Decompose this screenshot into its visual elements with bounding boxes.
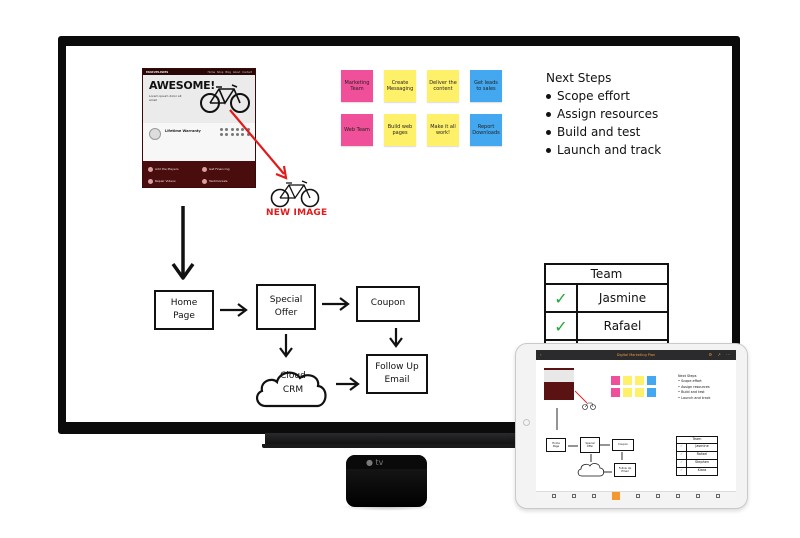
website-footer: Add the Players Get Financing Repair Vid… [143, 161, 255, 187]
ipad-mini-sticky [623, 376, 632, 385]
cloud-icon[interactable] [252, 364, 332, 412]
sticky-note[interactable]: Create Messaging [384, 70, 416, 102]
website-nav-link: Contact [242, 70, 252, 74]
new-image-label: NEW IMAGE [266, 208, 328, 218]
next-steps-item: Build and test [546, 125, 661, 139]
apple-tv-logo: ● tv [366, 458, 384, 467]
sticky-note[interactable]: Report Downloads [470, 114, 502, 146]
new-bicycle-icon[interactable] [269, 180, 321, 208]
website-nav-link: Blog [225, 70, 231, 74]
tv-stand-base [262, 444, 538, 448]
website-brand: MARVELISMS [146, 70, 169, 74]
ipad-mini-website [544, 368, 574, 400]
flow-node-coupon[interactable]: Coupon [356, 286, 420, 322]
website-nav-link: Home [207, 70, 216, 74]
sticky-note[interactable]: Get leads to sales [470, 70, 502, 102]
website-footer-item: Repair Videos [148, 176, 196, 186]
ipad-back-button[interactable]: ‹ [540, 352, 542, 357]
ipad-mini-bicycle-icon [582, 402, 596, 410]
team-member-name: Rafael [603, 319, 642, 333]
ipad-mini-sticky [647, 388, 656, 397]
ipad-bottom-toolbar[interactable] [536, 491, 736, 500]
apple-tv-shadow [340, 503, 434, 511]
next-steps-item: Launch and track [546, 143, 661, 157]
ipad-tool-icon[interactable] [572, 494, 576, 498]
ipad-tool-icon[interactable] [716, 494, 720, 498]
website-thumbnail[interactable]: MARVELISMS Home Shop Blog About Contact … [142, 68, 256, 188]
check-icon: ✓ [546, 313, 578, 339]
website-headline: AWESOME! [149, 79, 216, 92]
sticky-note[interactable]: Build web pages [384, 114, 416, 146]
ipad-tool-pen-icon[interactable] [612, 492, 620, 500]
sticky-note[interactable]: Deliver the content [427, 70, 459, 102]
ipad-home-button[interactable] [523, 419, 530, 426]
next-steps-title: Next Steps [546, 71, 612, 85]
ipad-tool-icon[interactable] [592, 494, 596, 498]
down-arrow [171, 206, 195, 280]
website-nav: MARVELISMS Home Shop Blog About Contact [143, 69, 255, 75]
ipad-tool-icon[interactable] [676, 494, 680, 498]
ipad-tool-icon[interactable] [552, 494, 556, 498]
website-nav-links: Home Shop Blog About Contact [208, 71, 252, 74]
ipad-mini-sticky [611, 388, 620, 397]
website-content: Lifetime Warranty [143, 123, 255, 161]
team-row[interactable]: ✓ Jasmine [546, 285, 667, 313]
ipad-mini-red-arrow [574, 390, 588, 404]
team-member-name: Jasmine [598, 291, 647, 305]
website-footer-item: Add the Players [148, 164, 196, 174]
website-hero: AWESOME! Lorem ipsum dolor sit amet [143, 75, 255, 123]
check-icon: ✓ [546, 285, 578, 311]
sticky-note[interactable]: Make it all work! [427, 114, 459, 146]
website-footer-item: Get Financing [202, 164, 250, 174]
team-header: Team [546, 265, 667, 285]
website-nav-link: Shop [217, 70, 224, 74]
team-row[interactable]: ✓ Rafael [546, 313, 667, 341]
website-dot-grid [220, 128, 250, 136]
ipad-tool-icon[interactable] [636, 494, 640, 498]
sticky-note[interactable]: Web Team [341, 114, 373, 146]
website-nav-link: About [232, 70, 241, 74]
ipad-mini-team-table: Team ✓Jasmine ✓Rafael ✓Stephen ✓Kiara [676, 436, 718, 476]
ipad-title-bar: ‹ Digital Marketing Plan ⚙ ↗ ⋯ [536, 350, 736, 360]
ipad-tool-icon[interactable] [696, 494, 700, 498]
website-badge-icon [149, 128, 161, 140]
website-subtext: Lorem ipsum dolor sit amet [149, 94, 182, 102]
ipad-tool-icon[interactable] [656, 494, 660, 498]
ipad-mini-sticky [635, 376, 644, 385]
ipad-mini-sticky [623, 388, 632, 397]
whiteboard-canvas[interactable]: MARVELISMS Home Shop Blog About Contact … [66, 46, 732, 422]
sticky-note[interactable]: Marketing Team [341, 70, 373, 102]
ipad-doc-title: Digital Marketing Plan [616, 353, 656, 357]
next-steps-item: Assign resources [546, 107, 661, 121]
website-footer-item: Testimonials [202, 176, 250, 186]
ipad-mini-next-steps: Next Steps • Scope effort • Assign resou… [678, 374, 711, 400]
website-card-title: Lifetime Warranty [165, 129, 201, 133]
next-steps-item: Scope effort [546, 89, 661, 103]
ipad-mini-sticky [647, 376, 656, 385]
next-steps-list[interactable]: Next Steps Scope effort Assign resources… [546, 71, 661, 161]
ipad-mini-flow-arrows [556, 408, 623, 477]
apple-tv-top [346, 455, 427, 469]
bicycle-icon [200, 84, 250, 113]
ipad-screen[interactable]: ‹ Digital Marketing Plan ⚙ ↗ ⋯ Next Step… [536, 350, 736, 500]
ipad-mini-sticky [635, 388, 644, 397]
ipad-mini-sticky [611, 376, 620, 385]
ipad-toolbar-icons[interactable]: ⚙ ↗ ⋯ [708, 352, 732, 357]
tv-stand [265, 433, 535, 447]
flow-arrows [220, 297, 403, 391]
ipad-mini-flow-coupon: Coupon [612, 439, 634, 451]
red-arrow [229, 109, 288, 180]
